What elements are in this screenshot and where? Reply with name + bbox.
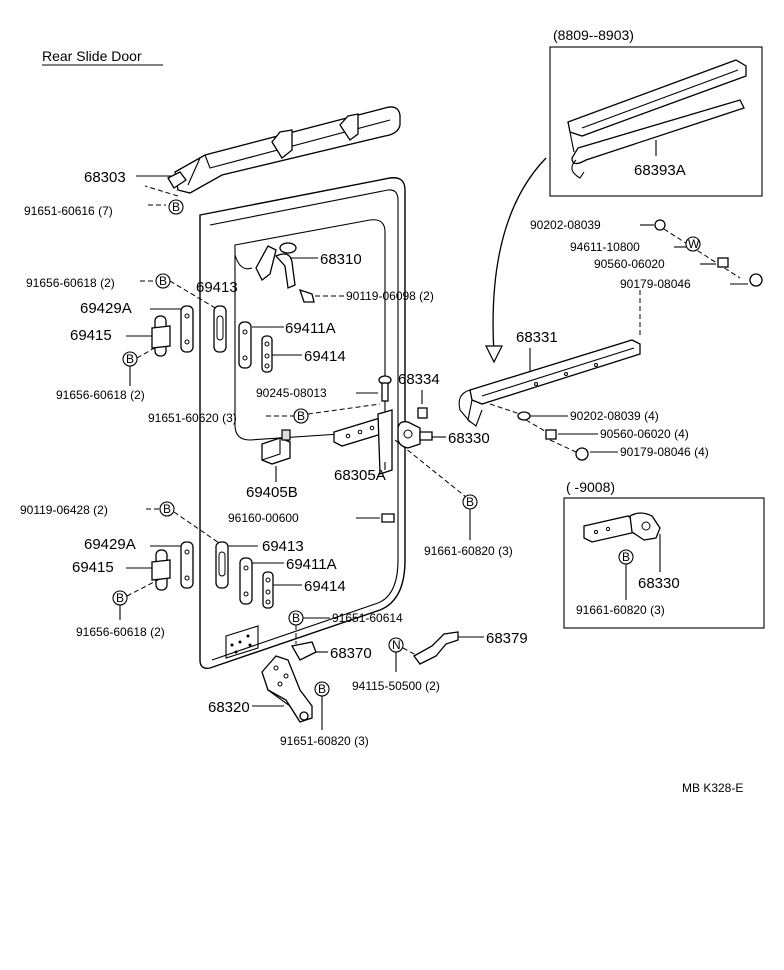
svg-text:B: B xyxy=(116,591,124,605)
diagram-title: Rear Slide Door xyxy=(42,48,142,64)
hinge-plates-bottom xyxy=(151,541,274,609)
label-68310: 68310 xyxy=(320,251,362,268)
label-90179-08046: 90179-08046 xyxy=(620,277,691,291)
latch-68330 xyxy=(397,421,433,449)
label-69429A-top: 69429A xyxy=(80,300,132,317)
svg-text:B: B xyxy=(163,502,171,516)
label-69414-top: 69414 xyxy=(304,348,346,365)
label-68393A: 68393A xyxy=(634,162,686,179)
label-91651-60616: 91651-60616 (7) xyxy=(24,204,113,218)
inset-bottom-box xyxy=(563,497,765,629)
label-96160-00600: 96160-00600 xyxy=(228,511,299,525)
label-91651-60620: 91651-60620 (3) xyxy=(148,411,237,425)
label-68305A: 68305A xyxy=(334,467,386,484)
label-69411A-bot: 69411A xyxy=(286,556,337,573)
label-69405B: 69405B xyxy=(246,484,298,501)
label-69413-bot: 69413 xyxy=(262,538,304,555)
label-68303: 68303 xyxy=(84,169,126,186)
svg-text:B: B xyxy=(126,352,134,366)
inset-top-label: (8809--8903) xyxy=(553,27,634,43)
part-68379 xyxy=(413,631,459,665)
svg-text:B: B xyxy=(159,274,167,288)
rail-68331 xyxy=(458,339,641,427)
bracket-68305A xyxy=(333,409,393,475)
label-91656-60618-top: 91656-60618 (2) xyxy=(26,276,115,290)
inset-bottom-label: ( -9008) xyxy=(566,479,615,495)
reference-code: MB K328-E xyxy=(682,781,743,795)
label-91651-60614: 91651-60614 xyxy=(332,611,403,625)
label-69415-bot: 69415 xyxy=(72,559,114,576)
hinge-plates-top xyxy=(151,305,273,373)
roller-68320 xyxy=(261,655,313,723)
label-68334: 68334 xyxy=(398,371,440,388)
label-91651-60820: 91651-60820 (3) xyxy=(280,734,369,748)
arrow-head xyxy=(485,345,503,364)
bumper-69405B xyxy=(261,429,291,465)
label-90202-08039: 90202-08039 xyxy=(530,218,601,232)
label-68320: 68320 xyxy=(208,699,250,716)
label-69429A-bot: 69429A xyxy=(84,536,136,553)
svg-text:N: N xyxy=(392,638,401,652)
label-90119-06428: 90119-06428 (2) xyxy=(20,503,108,517)
label-91656-60618-mid: 91656-60618 (2) xyxy=(56,388,145,402)
label-69413-top: 69413 xyxy=(196,279,238,296)
svg-text:W: W xyxy=(688,237,700,251)
clip-96160 xyxy=(381,513,395,523)
label-90202-08039-4: 90202-08039 (4) xyxy=(570,409,659,423)
svg-text:B: B xyxy=(297,409,305,423)
svg-text:B: B xyxy=(172,200,180,214)
part-68370 xyxy=(290,641,317,661)
svg-text:B: B xyxy=(622,550,630,564)
svg-text:B: B xyxy=(466,495,474,509)
label-90560-06020-4: 90560-06020 (4) xyxy=(600,427,689,441)
label-91661-60820-inset: 91661-60820 (3) xyxy=(576,603,665,617)
svg-text:B: B xyxy=(292,611,300,625)
label-90245-08013: 90245-08013 xyxy=(256,386,327,400)
label-94115-50500: 94115-50500 (2) xyxy=(352,679,440,693)
label-68379: 68379 xyxy=(486,630,528,647)
door-panel xyxy=(199,177,406,670)
label-69415-top: 69415 xyxy=(70,327,112,344)
bolt-marker-b xyxy=(168,199,184,215)
bracket-68310 xyxy=(255,242,315,303)
label-69411A-top: 69411A xyxy=(285,320,336,337)
arrow-curve xyxy=(492,157,547,355)
rail-68393A xyxy=(567,59,747,179)
label-68330: 68330 xyxy=(448,430,490,447)
pin-90245 xyxy=(378,375,392,402)
label-68330-inset: 68330 xyxy=(638,575,680,592)
label-68331: 68331 xyxy=(516,329,558,346)
label-91656-60618-bot: 91656-60618 (2) xyxy=(76,625,165,639)
label-90119-06098: 90119-06098 (2) xyxy=(346,289,434,303)
inset-top-box xyxy=(549,46,763,197)
latch-68330-alt xyxy=(583,512,661,543)
label-90179-08046-4: 90179-08046 (4) xyxy=(620,445,709,459)
svg-text:B: B xyxy=(318,682,326,696)
label-90560-06020: 90560-06020 xyxy=(594,257,665,271)
label-91661-60820: 91661-60820 (3) xyxy=(424,544,513,558)
upper-rail-68303 xyxy=(167,106,401,194)
label-68370: 68370 xyxy=(330,645,372,662)
label-94611-10800: 94611-10800 xyxy=(570,240,640,254)
label-69414-bot: 69414 xyxy=(304,578,346,595)
